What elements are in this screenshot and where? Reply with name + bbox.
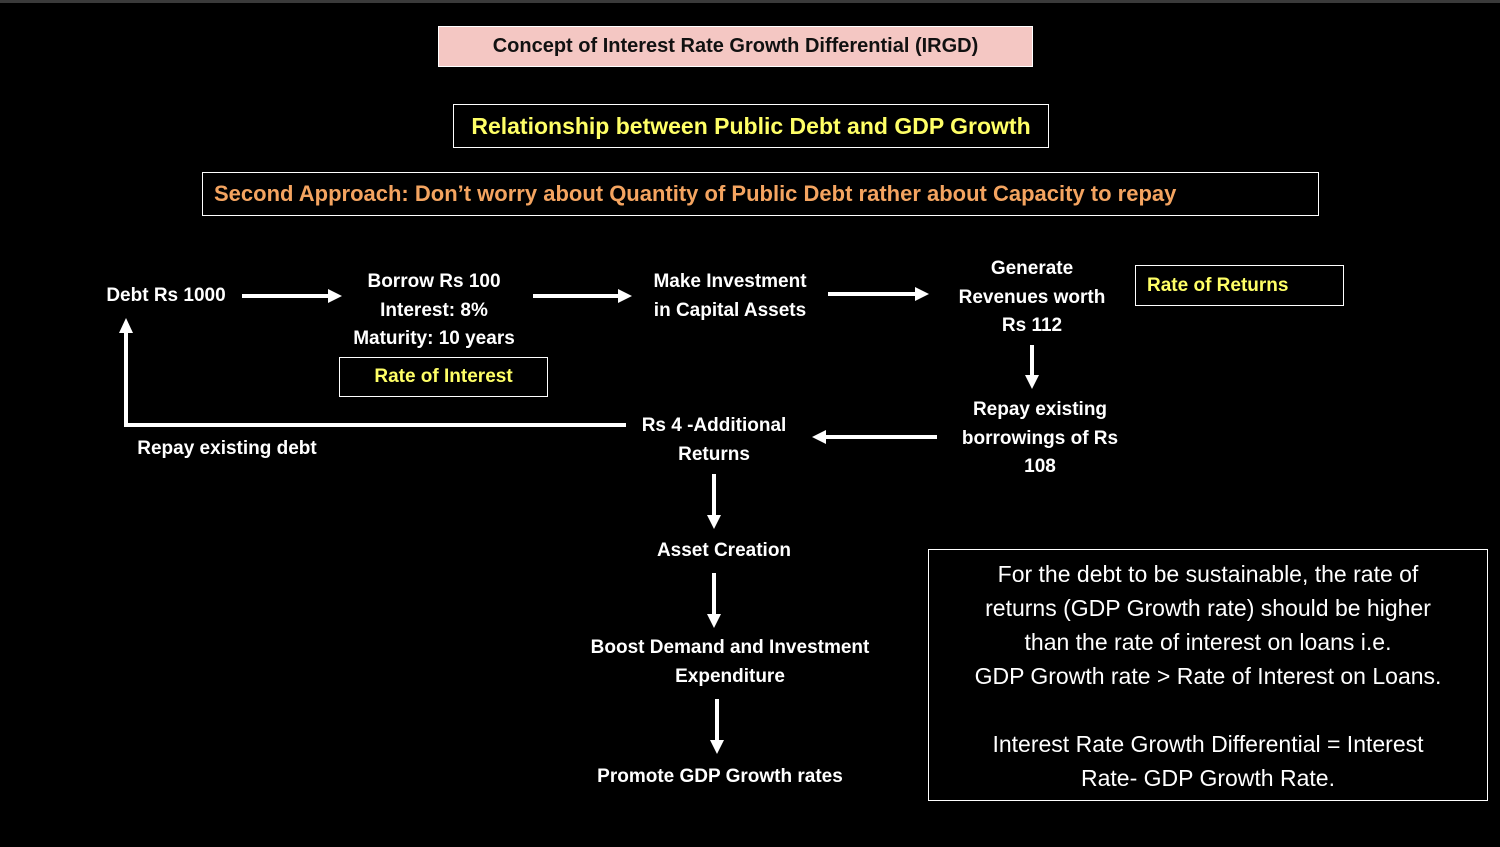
top-border-line xyxy=(0,0,1500,3)
node-additional-line1: Rs 4 -Additional xyxy=(641,415,787,436)
node-borrow-line1: Borrow Rs 100 xyxy=(367,271,501,292)
approach-box: Second Approach: Don’t worry about Quant… xyxy=(202,172,1319,216)
node-generate: Generate Revenues worth Rs 112 xyxy=(932,255,1132,341)
arrowhead-debt-to-borrow xyxy=(328,289,342,303)
node-generate-line3: Rs 112 xyxy=(1001,315,1063,336)
node-promote-gdp-text: Promote GDP Growth rates xyxy=(597,766,843,787)
node-boost-line1: Boost Demand and Investment xyxy=(590,637,870,658)
rate-of-returns-box: Rate of Returns xyxy=(1135,265,1344,306)
page-title: Concept of Interest Rate Growth Differen… xyxy=(438,26,1033,67)
node-borrow: Borrow Rs 100 Interest: 8% Maturity: 10 … xyxy=(334,268,534,354)
node-invest-line1: Make Investment xyxy=(653,271,807,292)
node-repay-borrowings: Repay existing borrowings of Rs 108 xyxy=(940,396,1140,482)
rate-of-interest-box: Rate of Interest xyxy=(339,357,548,397)
arrow-additional-to-debt xyxy=(124,332,626,427)
node-asset-creation: Asset Creation xyxy=(614,537,834,566)
node-boost-demand: Boost Demand and Investment Expenditure xyxy=(560,634,900,691)
node-additional-returns: Rs 4 -Additional Returns xyxy=(614,412,814,469)
note-line5: Interest Rate Growth Differential = Inte… xyxy=(992,731,1424,757)
node-repay-borrowings-line2: borrowings of Rs xyxy=(961,427,1119,449)
node-asset-creation-text: Asset Creation xyxy=(656,540,792,561)
node-invest: Make Investment in Capital Assets xyxy=(630,268,830,325)
arrowhead-additional-to-asset xyxy=(707,515,721,529)
approach-text: Second Approach: Don’t worry about Quant… xyxy=(214,181,1177,206)
note-line6: Rate- GDP Growth Rate. xyxy=(1081,765,1335,791)
node-boost-line2: Expenditure xyxy=(675,665,785,687)
node-debt-text: Debt Rs 1000 xyxy=(106,285,226,306)
node-additional-line2: Returns xyxy=(678,443,750,465)
page-title-text: Concept of Interest Rate Growth Differen… xyxy=(492,35,979,57)
node-repay-borrowings-line1: Repay existing xyxy=(972,399,1108,420)
node-invest-line2: in Capital Assets xyxy=(653,299,807,321)
arrowhead-boost-to-promote xyxy=(710,740,724,754)
node-promote-gdp: Promote GDP Growth rates xyxy=(570,763,870,792)
note-line3: than the rate of interest on loans i.e. xyxy=(1024,629,1392,655)
rate-of-interest-text: Rate of Interest xyxy=(374,366,513,387)
node-repay-debt-text: Repay existing debt xyxy=(137,438,317,459)
node-repay-borrowings-line3: 108 xyxy=(1024,456,1056,477)
note-gap xyxy=(929,693,1487,727)
note-line4: GDP Growth rate > Rate of Interest on Lo… xyxy=(974,663,1442,689)
arrowhead-generate-to-repay xyxy=(1025,375,1039,389)
subtitle-box: Relationship between Public Debt and GDP… xyxy=(453,104,1049,148)
arrowhead-invest-to-generate xyxy=(915,287,929,301)
node-generate-line1: Generate xyxy=(990,258,1074,279)
subtitle-text: Relationship between Public Debt and GDP… xyxy=(471,112,1031,139)
rate-of-returns-text: Rate of Returns xyxy=(1147,274,1289,296)
note-line1: For the debt to be sustainable, the rate… xyxy=(997,561,1419,587)
arrowhead-borrow-to-invest xyxy=(618,289,632,303)
node-debt: Debt Rs 1000 xyxy=(96,282,236,311)
sustainability-note: For the debt to be sustainable, the rate… xyxy=(928,549,1488,801)
node-borrow-line2: Interest: 8% xyxy=(380,299,488,321)
arrowhead-asset-to-boost xyxy=(707,614,721,628)
node-generate-line2: Revenues worth xyxy=(958,286,1106,308)
node-borrow-line3: Maturity: 10 years xyxy=(353,328,515,349)
arrowhead-repay-to-additional xyxy=(812,430,826,444)
arrowhead-additional-to-debt xyxy=(119,318,133,333)
note-line2: returns (GDP Growth rate) should be high… xyxy=(985,595,1431,621)
node-repay-debt: Repay existing debt xyxy=(117,435,337,464)
